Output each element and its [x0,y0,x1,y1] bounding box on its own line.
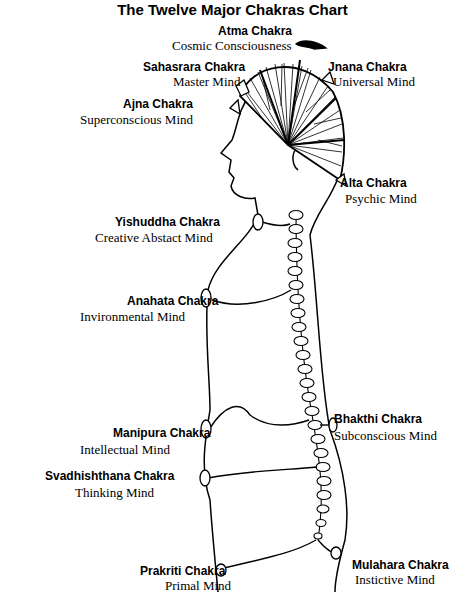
vertebra [294,337,308,346]
mind-label: Primal Mind [165,579,231,592]
svadhishthana-marker [200,470,210,486]
chakra-name: Mulahara Chakra [352,558,449,572]
body-back [310,178,347,592]
chakra-name: Yishuddha Chakra [115,215,220,229]
chakra-name: Ajna Chakra [123,97,193,111]
chakra-markers [200,41,346,576]
mind-label: Psychic Mind [345,192,417,206]
dome-hatching [244,63,343,166]
vertebra [317,491,331,500]
chakra-name: Anahata Chakra [127,294,218,308]
mind-label: Subconscious Mind [334,429,437,443]
nerve-line [224,540,316,568]
chart-title: The Twelve Major Chakras Chart [0,1,465,18]
vertebra [289,225,303,234]
vertebra [314,533,322,539]
vertebra [289,211,303,220]
vertebra [296,351,310,360]
mind-label: Creative Abstact Mind [95,231,213,245]
vertebra [317,505,329,513]
chakra-name: Bhakthi Chakra [334,412,422,426]
vertebra [288,239,302,248]
vertebra [302,393,316,402]
head-dome [240,60,344,180]
chakra-name: Jnana Chakra [328,60,407,74]
vertebra [288,253,302,262]
vertebra [316,463,330,472]
chakra-name: Manipura Chakra [113,426,210,440]
mind-label: Universal Mind [333,75,415,89]
vertebra [300,379,314,388]
vertebra [316,520,326,527]
vertebra [314,449,328,458]
yishuddha-marker [253,214,263,230]
spine-cord [296,212,321,540]
nerve-lines [208,222,334,568]
body-front [204,95,258,592]
vertebra [308,421,322,430]
vertebra [289,281,303,290]
chakra-name: Atma Chakra [218,24,292,38]
chakra-name: Sahasrara Chakra [143,60,245,74]
vertebra [290,295,304,304]
mind-label: Master Mind [173,75,241,89]
mind-label: Instictive Mind [355,573,435,587]
mulahara-marker [331,547,341,559]
nerve-line [210,406,309,428]
atma-marker [296,41,326,49]
vertebra [298,365,312,374]
spine [288,211,331,541]
mind-label: Invironmental Mind [80,310,185,324]
vertebra [292,323,306,332]
ajna-marker [230,100,240,114]
mind-label: Superconscious Mind [80,113,193,127]
nerve-line [262,222,290,225]
vertebra [288,267,302,276]
vertebra [305,407,319,416]
nerve-line [212,290,291,304]
mind-label: Thinking Mind [75,486,154,500]
chakra-name: Prakriti Chakra [140,564,225,578]
mind-label: Intellectual Mind [80,443,170,457]
mind-label: Cosmic Consciousness [172,39,292,53]
vertebra [291,309,305,318]
chakra-name: Alta Chakra [340,176,407,190]
vertebra [317,477,331,486]
nerve-line [208,467,317,478]
chakra-name: Svadhishthana Chakra [45,469,174,483]
vertebra [311,435,325,444]
